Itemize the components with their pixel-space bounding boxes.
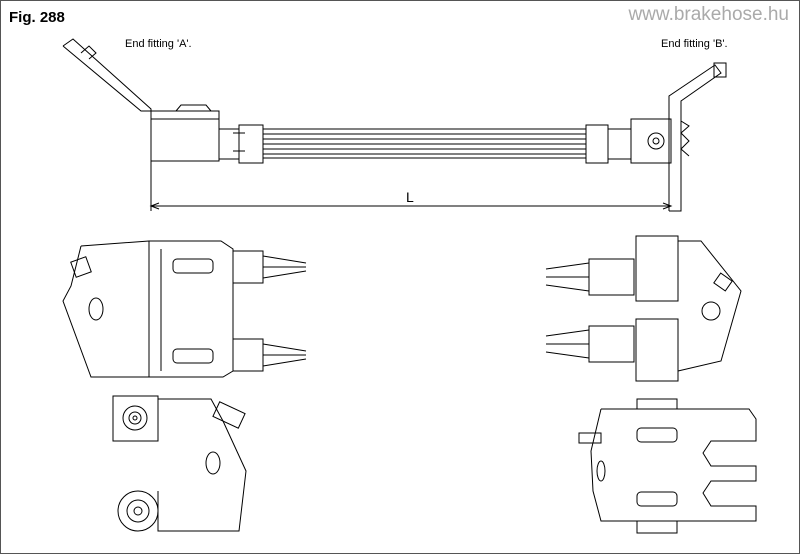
end-fitting-a-label: End fitting 'A'. (125, 38, 192, 50)
watermark: www.brakehose.hu (628, 4, 789, 25)
dimension-line-l (149, 161, 673, 211)
fitting-b-top-view (545, 235, 742, 382)
figure-label: Fig. 288 (9, 9, 65, 26)
fitting-a-end-view (112, 395, 247, 532)
fitting-a-top-view (62, 240, 307, 378)
fitting-b-side-view (585, 62, 727, 212)
hose-body (263, 128, 586, 159)
end-fitting-b-label: End fitting 'B'. (661, 38, 728, 50)
length-label: L (406, 189, 414, 205)
fitting-a-side-view (62, 38, 264, 164)
fitting-b-end-view (578, 398, 757, 534)
